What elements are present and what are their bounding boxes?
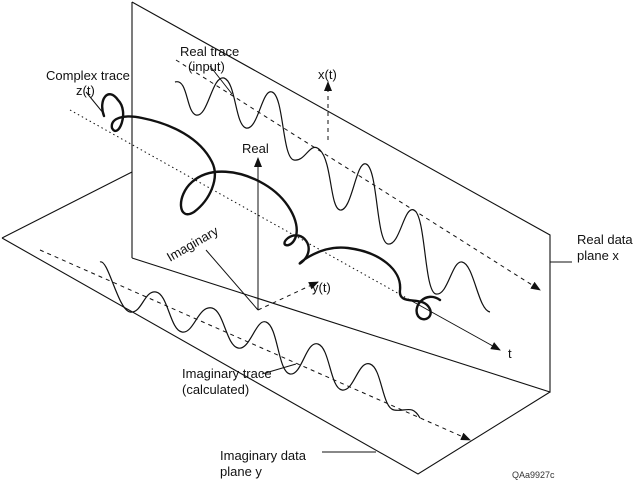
time-axis-arrow <box>409 299 501 351</box>
imag-plane-label-line1: Imaginary data <box>220 448 307 463</box>
complex-trace-helix <box>101 93 442 321</box>
real-trace-wave <box>174 77 491 313</box>
yt-label: y(t) <box>312 280 331 295</box>
imaginary-trace-axis <box>39 249 471 441</box>
complex-trace-var-label: z(t) <box>76 83 95 98</box>
complex-trace-label: Complex trace <box>46 68 130 83</box>
xt-label: x(t) <box>318 67 337 82</box>
time-axis-line <box>69 109 411 301</box>
imaginary-data-plane <box>1 171 551 475</box>
real-axis-label: Real <box>242 141 269 156</box>
imag-trace-note-label: (calculated) <box>182 382 249 397</box>
imaginary-trace-wave <box>99 261 421 419</box>
imag-trace-label: Imaginary trace <box>182 366 272 381</box>
figure-id-label: QAa9927c <box>512 470 555 480</box>
time-axis-label: t <box>508 346 512 361</box>
imag-plane-label-line2: plane y <box>220 464 262 479</box>
real-trace-note-label: (input) <box>188 59 225 74</box>
complex-trace-leader <box>85 91 105 115</box>
yt-arrow <box>257 281 319 311</box>
real-plane-label-line2: plane x <box>577 248 619 263</box>
imaginary-axis <box>205 249 259 311</box>
real-trace-label: Real trace <box>180 44 239 59</box>
real-trace-leader <box>209 65 233 95</box>
imag-trace-leader <box>261 363 297 375</box>
real-plane-label-line1: Real data <box>577 232 633 247</box>
real-data-plane <box>131 1 551 393</box>
